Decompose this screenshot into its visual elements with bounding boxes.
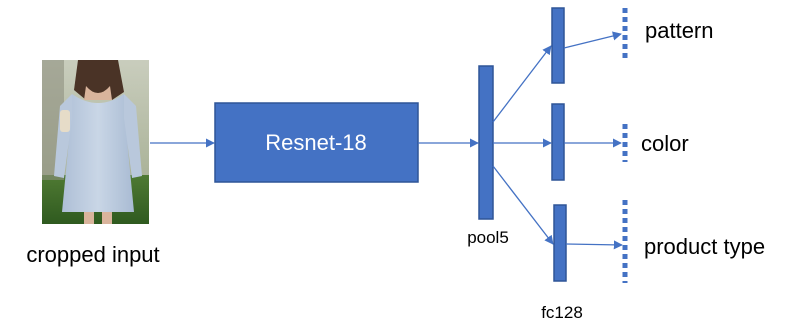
output-label-pattern: pattern [645,18,714,43]
pool5-label: pool5 [467,228,509,247]
output-label-color: color [641,131,689,156]
fc128-label: fc128 [541,303,583,322]
fc128-color [551,103,565,181]
fc128-product-type [553,204,567,282]
arrow-fc-to-pattern [563,31,622,49]
arrow-fc-to-type [565,240,623,250]
arrow-pool-to-fc-pattern [492,45,552,123]
backbone-label: Resnet-18 [265,130,367,155]
backbone-block [214,102,419,183]
output-label-product-type: product type [644,234,765,259]
fc128-pattern [551,7,565,84]
input-caption: cropped input [26,242,159,267]
input-photo [42,60,149,224]
arrow-pool-to-fc-type [492,165,554,245]
pool5-layer [478,65,494,220]
